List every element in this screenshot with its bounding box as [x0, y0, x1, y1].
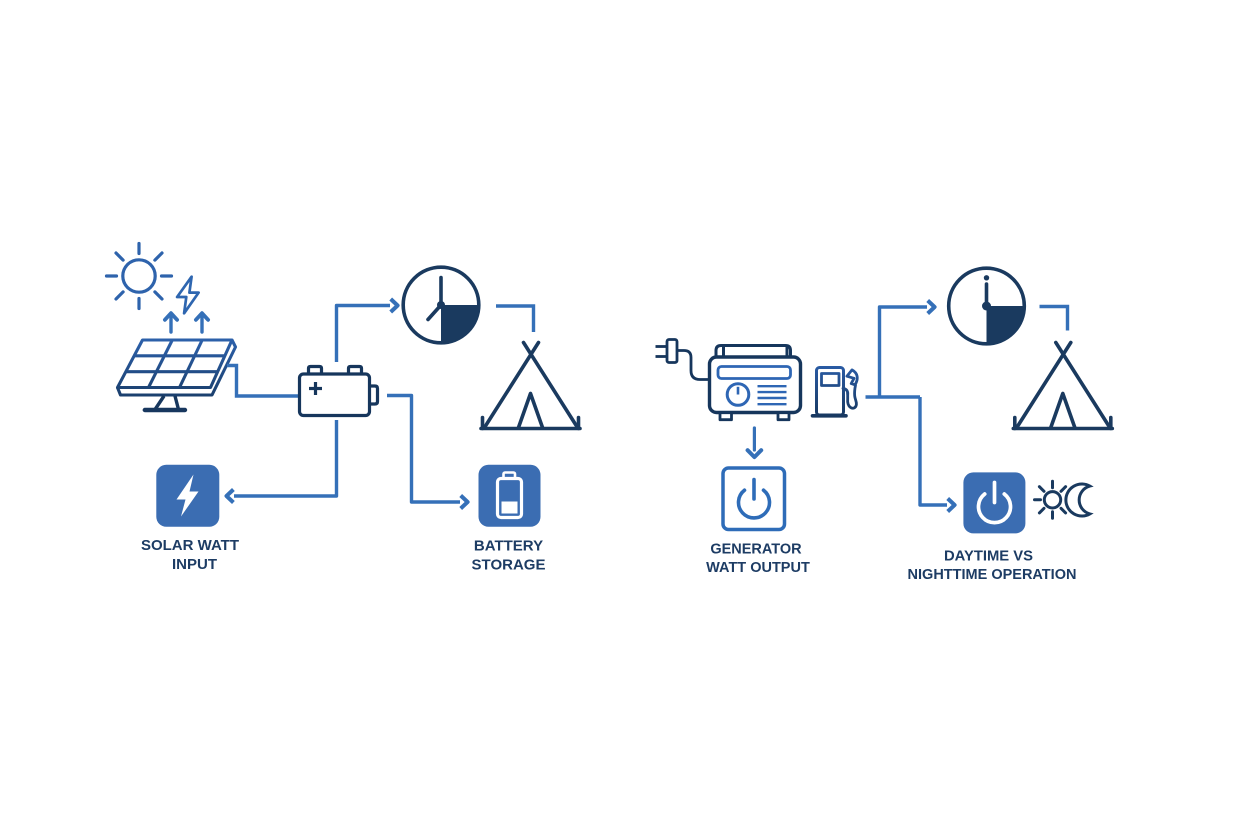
svg-text:STORAGE: STORAGE [472, 557, 546, 574]
svg-text:WATT OUTPUT: WATT OUTPUT [706, 560, 810, 576]
svg-text:GENERATOR: GENERATOR [710, 542, 802, 558]
svg-text:INPUT: INPUT [172, 556, 217, 573]
svg-text:SOLAR WATT: SOLAR WATT [141, 537, 239, 554]
svg-text:BATTERY: BATTERY [474, 537, 543, 554]
svg-text:DAYTIME VS: DAYTIME VS [944, 549, 1033, 565]
svg-text:NIGHTTIME OPERATION: NIGHTTIME OPERATION [908, 567, 1077, 583]
